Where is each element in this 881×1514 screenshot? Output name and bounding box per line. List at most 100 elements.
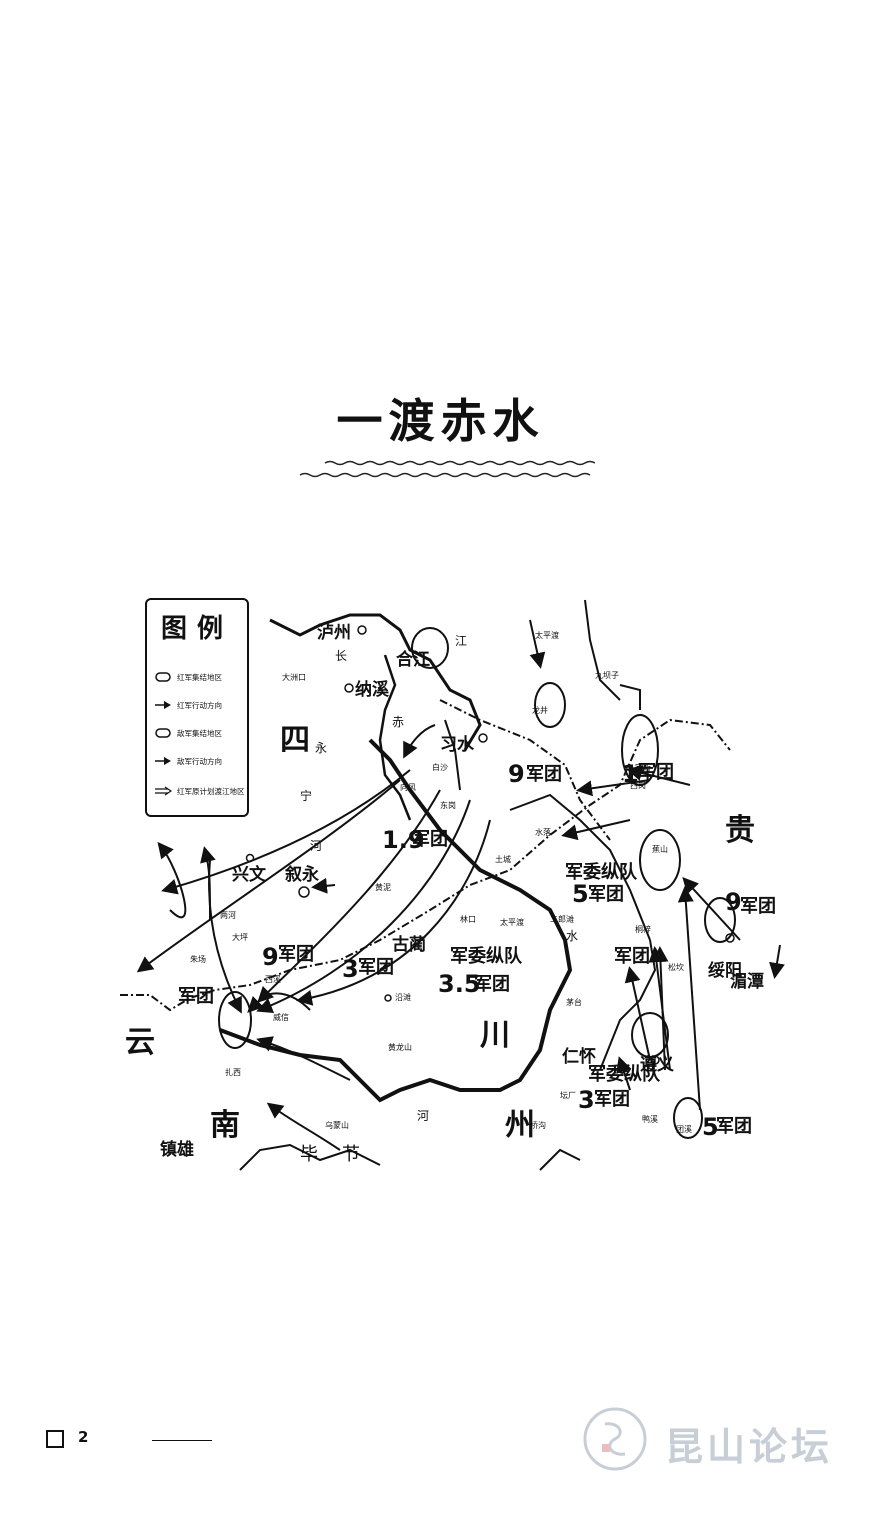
city-suiyang: 绥阳 bbox=[708, 960, 742, 981]
river-jiang: 江 bbox=[455, 634, 467, 648]
place-dongxia: 东岗 bbox=[440, 800, 456, 810]
unit-jun-left: 军团 bbox=[178, 986, 214, 1007]
footer-square-icon bbox=[46, 1430, 64, 1448]
svg-text:军团: 军团 bbox=[594, 1089, 630, 1110]
unit-jun-right: 军团 bbox=[614, 946, 650, 967]
place-shuiluo: 水落 bbox=[535, 827, 551, 837]
map-legend: 图例 红军集结地区 红军行动方向 敌军集结地区 敌军行动方向 红军原计划渡江地区 bbox=[145, 598, 249, 817]
city-hejiang: 合江 bbox=[396, 649, 430, 670]
city-zunyi: 遵义 bbox=[640, 1054, 674, 1075]
svg-text:3: 3 bbox=[342, 955, 359, 983]
unit-9-left: 9 军团 bbox=[262, 943, 314, 971]
watermark: 昆山论坛 bbox=[580, 1404, 880, 1474]
seal-icon bbox=[583, 1407, 647, 1471]
svg-text:军团: 军团 bbox=[740, 896, 776, 917]
arrow-icon bbox=[153, 755, 173, 767]
svg-text:军团: 军团 bbox=[358, 957, 394, 978]
legend-item: 敌军行动方向 bbox=[153, 752, 245, 770]
place-huanglong: 黄龙山 bbox=[388, 1042, 412, 1052]
svg-text:军团: 军团 bbox=[412, 829, 448, 850]
city-xingwen: 兴文 bbox=[232, 864, 267, 885]
unit-3-bottom: 3 军团 bbox=[578, 1086, 630, 1114]
place-dachang: 大坪 bbox=[232, 932, 248, 942]
legend-item: 红军原计划渡江地区 bbox=[153, 782, 245, 800]
unit-junwei-1: 军委纵队 bbox=[565, 861, 638, 883]
region-zhou: 州 bbox=[505, 1108, 535, 1143]
place-wumeng: 乌蒙山 bbox=[325, 1120, 349, 1130]
svg-text:5: 5 bbox=[572, 880, 589, 908]
city-luzhou: 泸州 bbox=[317, 623, 351, 643]
place-erlangtan: 二郎滩 bbox=[550, 914, 574, 924]
svg-text:军委纵队: 军委纵队 bbox=[565, 861, 638, 883]
region-yun: 云 bbox=[125, 1025, 155, 1060]
oval-icon bbox=[153, 671, 173, 683]
place-dingxin: 定新 bbox=[635, 762, 651, 772]
legend-item: 红军集结地区 bbox=[153, 668, 245, 686]
city-naxi: 纳溪 bbox=[355, 679, 390, 700]
river-yong: 永 bbox=[315, 741, 327, 755]
city-meitan: 湄潭 bbox=[730, 972, 764, 992]
place-baisha: 白沙 bbox=[432, 762, 448, 772]
place-zhashui: 扎西 bbox=[225, 1067, 241, 1077]
unit-1-9: 1.9 军团 bbox=[382, 826, 448, 854]
place-yaxi: 鸭溪 bbox=[642, 1114, 658, 1124]
place-zhuchang: 朱场 bbox=[190, 954, 206, 964]
river-he: 河 bbox=[310, 839, 322, 853]
svg-text:9: 9 bbox=[262, 943, 279, 971]
svg-text:1: 1 bbox=[622, 760, 639, 788]
unit-junwei-3: 军委纵队 bbox=[588, 1063, 661, 1085]
legend-item: 红军行动方向 bbox=[153, 696, 245, 714]
footer-divider bbox=[152, 1440, 212, 1441]
title-divider bbox=[299, 460, 595, 478]
place-huangjing: 黄泥 bbox=[375, 882, 391, 892]
watermark-text: 昆山论坛 bbox=[665, 1424, 834, 1469]
svg-text:军团: 军团 bbox=[178, 986, 214, 1007]
region-si: 四 bbox=[280, 723, 310, 758]
svg-text:军团: 军团 bbox=[588, 884, 624, 905]
city-gulin: 古蔺 bbox=[392, 934, 426, 955]
svg-text:军团: 军团 bbox=[614, 946, 650, 967]
city-xishui: 习水 bbox=[440, 734, 475, 755]
river-shui: 水 bbox=[566, 929, 578, 943]
place-yantan: 沿滩 bbox=[395, 992, 411, 1002]
river-he2: 河 bbox=[417, 1109, 429, 1123]
place-tongzi: 桐梓 bbox=[635, 924, 651, 934]
svg-text:军团: 军团 bbox=[526, 764, 562, 785]
chishui-river bbox=[219, 738, 573, 1103]
legend-item: 敌军集结地区 bbox=[153, 724, 245, 742]
arrow-icon bbox=[153, 699, 173, 711]
place-tucheng: 土城 bbox=[495, 854, 511, 864]
river-chang: 长 bbox=[335, 649, 347, 663]
place-linggou: 林口 bbox=[460, 914, 476, 924]
map-figure: 四 贵 云 南 川 州 泸州 合江 纳溪 习水 兴文 叙永 古蔺 仁怀 遵义 绥… bbox=[120, 599, 785, 1171]
svg-text:5: 5 bbox=[702, 1113, 719, 1141]
place-xiguan: 西岗 bbox=[630, 781, 646, 790]
place-xiangfeng: 向风 bbox=[400, 782, 416, 792]
place-qiaogou: 桥沟 bbox=[530, 1120, 546, 1130]
svg-text:3: 3 bbox=[578, 1086, 595, 1114]
place-weixin: 威信 bbox=[273, 1012, 289, 1022]
place-lianghe: 两河 bbox=[220, 910, 236, 920]
place-dazhu: 大洲口 bbox=[282, 672, 306, 682]
page-number: 2 bbox=[78, 1428, 89, 1446]
river-bi: 毕 bbox=[300, 1144, 318, 1165]
double-arrow-icon bbox=[153, 785, 173, 797]
unit-3-5: 3.5 军团 bbox=[438, 970, 510, 998]
yangtze-river bbox=[269, 613, 482, 751]
province-border bbox=[120, 718, 731, 1012]
unit-5-a: 5 军团 bbox=[572, 880, 624, 908]
place-jiuba: 九坝子 bbox=[595, 671, 619, 680]
svg-text:3.5: 3.5 bbox=[438, 970, 481, 998]
oval-icon bbox=[153, 727, 173, 739]
place-taipingdu2: 太平渡 bbox=[500, 917, 524, 927]
svg-text:9: 9 bbox=[725, 888, 742, 916]
place-tuanxi: 团溪 bbox=[676, 1124, 692, 1134]
svg-text:军委纵队: 军委纵队 bbox=[588, 1063, 661, 1085]
region-nan: 南 bbox=[210, 1108, 240, 1143]
svg-text:军团: 军团 bbox=[278, 944, 314, 965]
city-zhenxiong: 镇雄 bbox=[160, 1139, 194, 1160]
place-maotai: 茅台 bbox=[566, 997, 582, 1007]
river-jie: 节 bbox=[342, 1144, 360, 1165]
place-longhun: 龙井 bbox=[532, 705, 548, 715]
svg-text:军团: 军团 bbox=[474, 974, 510, 995]
